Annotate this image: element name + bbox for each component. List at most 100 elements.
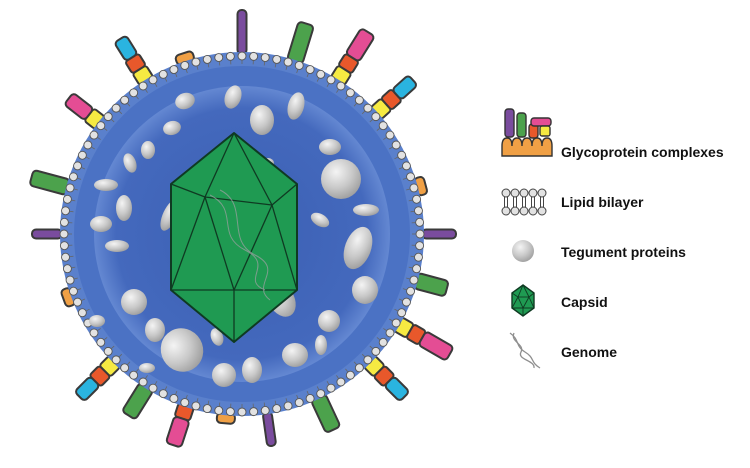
lipid-head (354, 363, 364, 373)
lipid-head (283, 57, 293, 67)
lipid-head (415, 229, 425, 239)
lipid-tail (410, 210, 415, 213)
lipid-head (89, 130, 99, 140)
lipid-tail (285, 65, 288, 70)
legend-label-tegument: Tegument proteins (561, 244, 686, 260)
lipid-head (406, 172, 416, 182)
glycoprotein-spike (393, 317, 454, 361)
lipid-head (129, 370, 139, 380)
lipid-head (96, 121, 106, 131)
lipid-head (409, 275, 419, 285)
tegument-protein (163, 120, 181, 136)
lipid-icon-head (537, 188, 547, 198)
lipid-tail (185, 394, 188, 399)
tegument-protein (90, 216, 112, 232)
lipid-head (202, 404, 212, 414)
lipid-tail (263, 61, 266, 66)
lipid-head (169, 65, 179, 74)
lipid-icon-head (510, 206, 520, 216)
lipid-head (89, 328, 99, 338)
lipid-head (412, 194, 422, 204)
lipid-icon-tail (513, 197, 517, 207)
lipid-tail (353, 361, 358, 366)
lipid-head (414, 252, 423, 262)
lipid-head (59, 241, 69, 251)
lipid-head (158, 389, 168, 399)
glycoprotein-subunit (75, 376, 100, 401)
tegument-protein (315, 335, 327, 355)
lipid-tail (406, 188, 411, 191)
lipid-tail (126, 102, 131, 107)
lipid-head (249, 407, 259, 417)
lipid-head (336, 81, 346, 91)
tegument-protein (310, 212, 330, 228)
lipid-tail (326, 381, 330, 385)
lipid-head (103, 346, 113, 356)
lipid-head (283, 401, 293, 411)
lipid-head (316, 389, 326, 399)
lipid-head (225, 407, 235, 417)
lipid-tail (369, 345, 374, 350)
lipid-head (385, 328, 395, 338)
lipid-bilayer-icon (501, 188, 547, 216)
lipid-tail (306, 73, 309, 78)
lipid-tail (85, 156, 90, 160)
lipid-tail (402, 288, 407, 291)
lipid-head (120, 363, 130, 373)
lipid-tail (383, 136, 387, 140)
tegument-protein (352, 276, 378, 304)
lipid-head (391, 140, 401, 150)
lipid-tail (110, 118, 115, 123)
lipid-bilayer (59, 51, 425, 417)
lipid-tail (410, 255, 415, 258)
lipid-head (326, 383, 336, 393)
tegument-protein (105, 240, 129, 252)
lipid-head (363, 355, 373, 365)
lipid-head (260, 406, 270, 415)
lipid-head (305, 394, 315, 403)
lipid-head (354, 95, 364, 105)
lipid-head (391, 318, 401, 328)
lipid-tail (406, 277, 411, 280)
lipid-icon-head (501, 206, 511, 216)
lipid-tail (274, 400, 277, 405)
glycoprotein-subunit (236, 9, 248, 55)
lipid-head (345, 88, 355, 98)
lipid-tail (77, 288, 82, 291)
lipid-tail (69, 210, 74, 213)
lipid-head (96, 337, 106, 347)
lipid-head (111, 103, 121, 113)
tegument-protein (123, 153, 137, 173)
glycoprotein-subunit (413, 272, 449, 297)
lipid-head (272, 404, 282, 414)
legend-label-glycoprotein: Glycoprotein complexes (561, 144, 724, 160)
lipid-head (345, 370, 355, 380)
glycoprotein-subunit (421, 228, 457, 240)
lipid-tail (97, 328, 101, 332)
lipid-icon-tail (540, 197, 544, 207)
tegument-protein (343, 226, 373, 270)
capsid (170, 132, 298, 343)
glycoprotein-subunit (286, 21, 314, 65)
glycoprotein-spike (286, 21, 314, 65)
lipid-tail (77, 177, 82, 180)
lipid-icon-tail (531, 197, 535, 207)
lipid-head (414, 206, 423, 216)
lipid-head (103, 112, 113, 122)
lipid-tail (353, 102, 358, 107)
lipid-head (59, 229, 69, 239)
lipid-head (83, 140, 93, 150)
glycoprotein-subunit (392, 75, 417, 100)
glycoprotein-subunit (418, 331, 454, 361)
tegument-protein (210, 328, 224, 346)
lipid-head (294, 60, 304, 70)
glycoprotein-spike (165, 402, 195, 448)
lipid-tail (118, 353, 123, 358)
lipid-tail (398, 298, 403, 301)
lipid-head (65, 275, 75, 285)
lipid-tail (118, 110, 123, 115)
lipid-tail (389, 318, 393, 322)
tegument-protein (287, 92, 305, 120)
lipid-tail (196, 65, 199, 70)
lipid-tail (274, 63, 277, 68)
